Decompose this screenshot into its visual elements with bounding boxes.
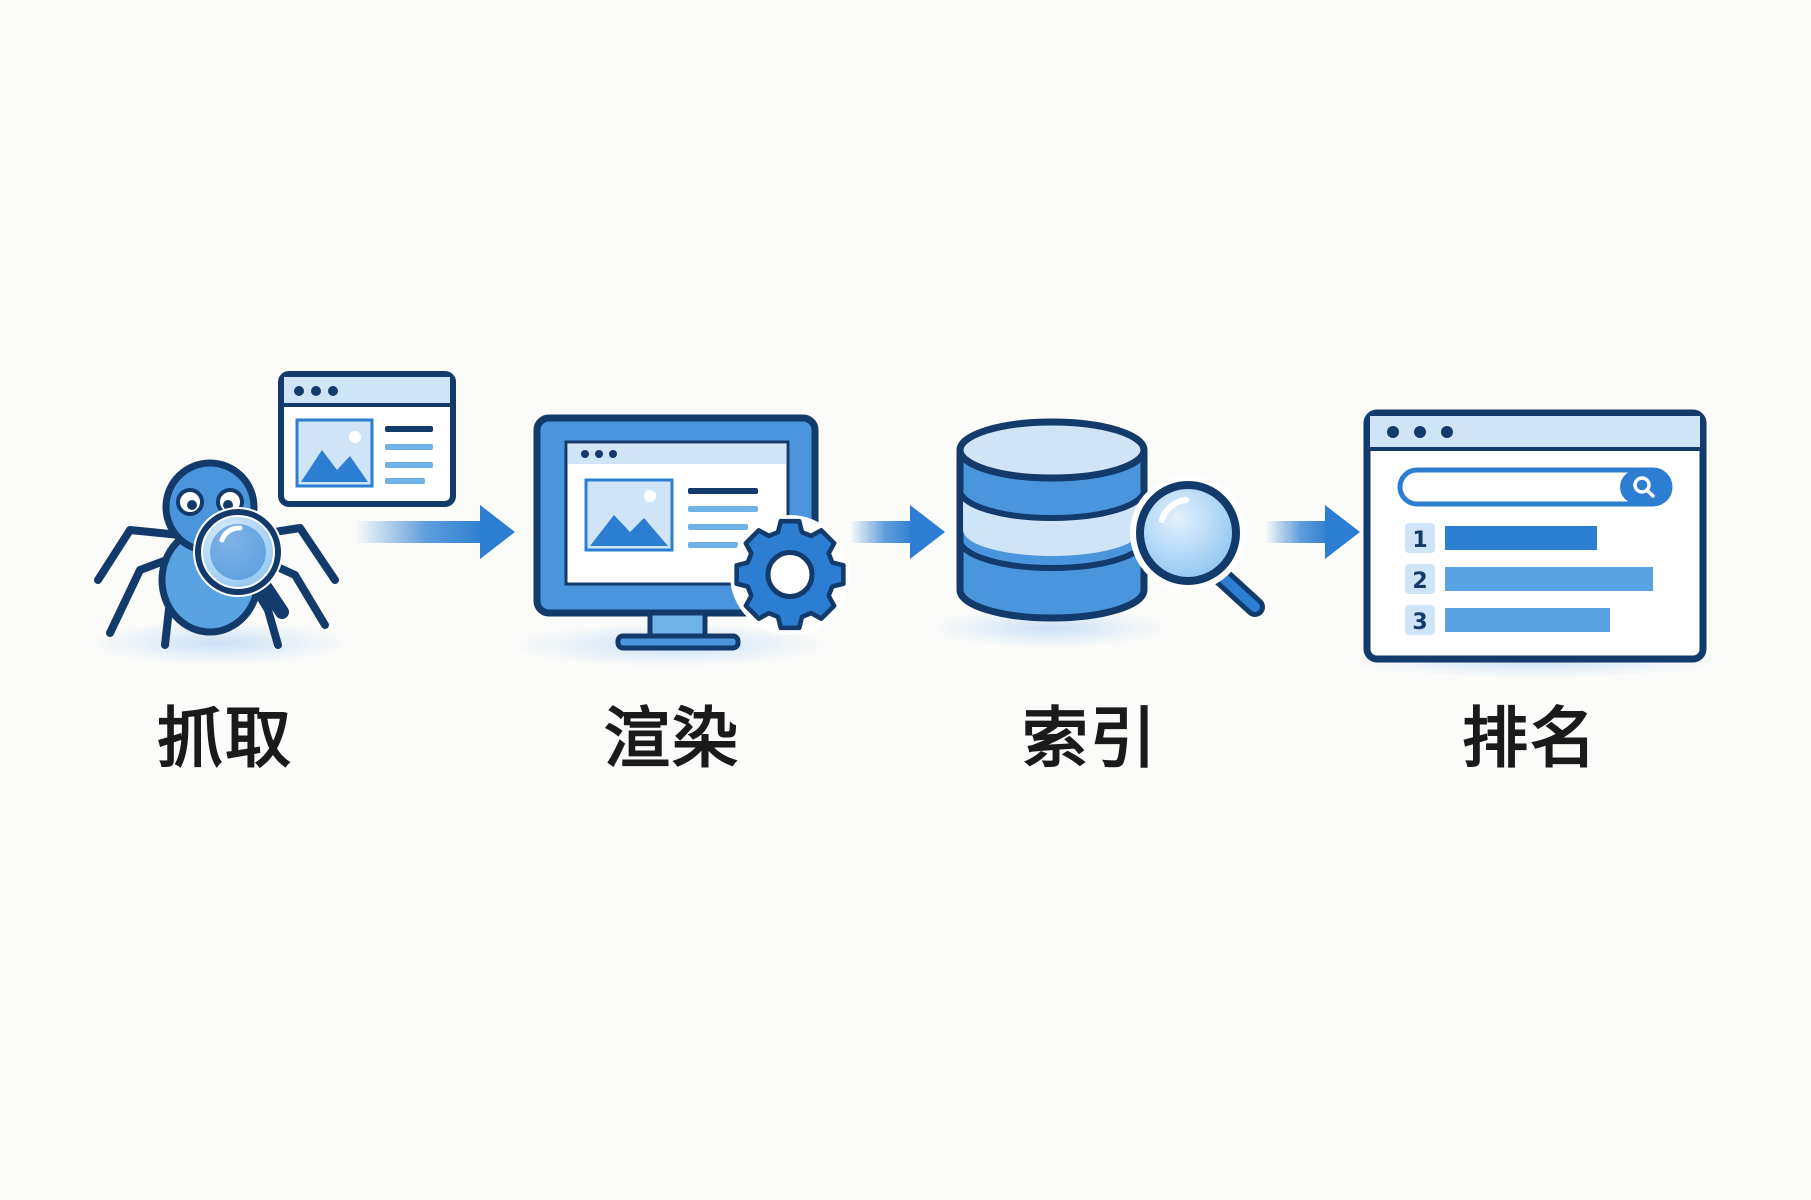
svg-text:1: 1: [1412, 528, 1427, 553]
step-label-index: 索引: [1022, 700, 1158, 777]
flow-arrow-3: [1265, 505, 1360, 559]
step-label-crawl: 抓取: [157, 700, 293, 777]
result-row-1: 1: [1405, 523, 1597, 553]
magnifier-icon: [193, 507, 289, 619]
database-search-icon: [930, 418, 1265, 648]
flow-arrow-2: [850, 505, 945, 559]
spider-crawler-icon: [88, 371, 456, 665]
search-magnifier-icon: [1130, 475, 1265, 617]
svg-text:2: 2: [1412, 569, 1427, 594]
crawled-page-icon: [278, 371, 456, 507]
search-icon: [1633, 476, 1651, 494]
flow-arrow-1: [355, 505, 515, 559]
gear-icon: [730, 515, 850, 635]
step-label-render: 渲染: [604, 700, 740, 777]
result-row-2: 2: [1405, 564, 1653, 594]
step-label-rank: 排名: [1462, 700, 1598, 777]
search-results-ranking-icon: 1 2 3: [1345, 409, 1725, 678]
svg-text:3: 3: [1412, 610, 1427, 635]
result-row-3: 3: [1405, 605, 1610, 635]
monitor-gear-icon: [510, 414, 850, 667]
